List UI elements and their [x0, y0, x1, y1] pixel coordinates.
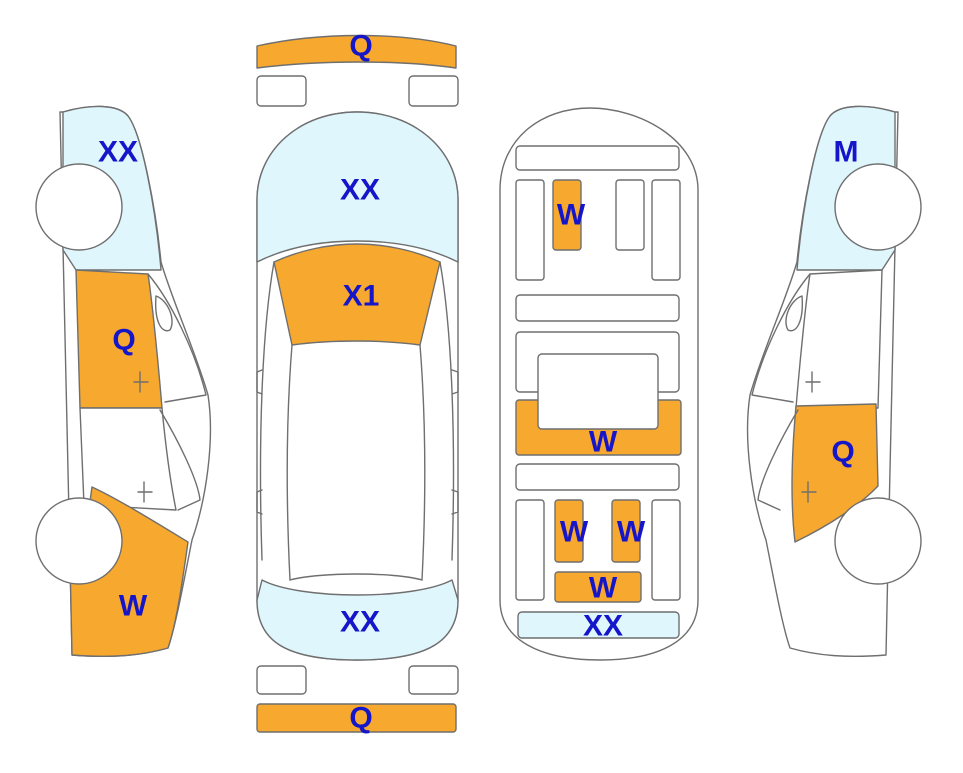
left-front-wheel: [35, 163, 123, 251]
underbody-rear-left[interactable]: [554, 499, 584, 563]
underbody-rear-right[interactable]: [611, 499, 641, 563]
code-under-rear-left: W: [560, 516, 589, 549]
code-under-rear-end: XX: [583, 610, 623, 643]
code-under-front: W: [557, 199, 586, 232]
front-bumper[interactable]: [256, 34, 457, 69]
underbody-rear-bottom[interactable]: [554, 571, 642, 603]
car-left-side-icon: [35, 105, 212, 658]
rear-window[interactable]: [256, 579, 459, 661]
code-front-bumper: Q: [349, 30, 372, 63]
code-left-front: XX: [98, 136, 138, 169]
right-rear-wheel: [834, 497, 922, 585]
rear-bumper[interactable]: [256, 703, 457, 733]
code-windshield-top: XX: [340, 174, 380, 207]
right-rear-door[interactable]: [791, 403, 879, 543]
underbody-rear-end[interactable]: [517, 611, 680, 639]
code-under-rear-bottom: W: [589, 572, 618, 605]
code-rear-window: XX: [340, 606, 380, 639]
code-under-rear-right: W: [617, 516, 646, 549]
code-left-front-door: Q: [112, 324, 135, 357]
car-right-side-icon: [746, 105, 922, 658]
code-under-middle: W: [589, 426, 618, 459]
windshield-top[interactable]: [256, 111, 459, 263]
car-top-view-icon: [256, 34, 459, 733]
code-right-rear-door: Q: [831, 436, 854, 469]
car-underbody-icon: [499, 107, 699, 661]
code-right-front: M: [834, 136, 859, 169]
left-rear-wheel: [35, 497, 123, 585]
code-hood: X1: [343, 280, 380, 313]
underbody-front[interactable]: [552, 179, 582, 251]
code-rear-bumper: Q: [349, 702, 372, 735]
right-front-wheel: [834, 163, 922, 251]
code-left-rear: W: [119, 590, 148, 623]
